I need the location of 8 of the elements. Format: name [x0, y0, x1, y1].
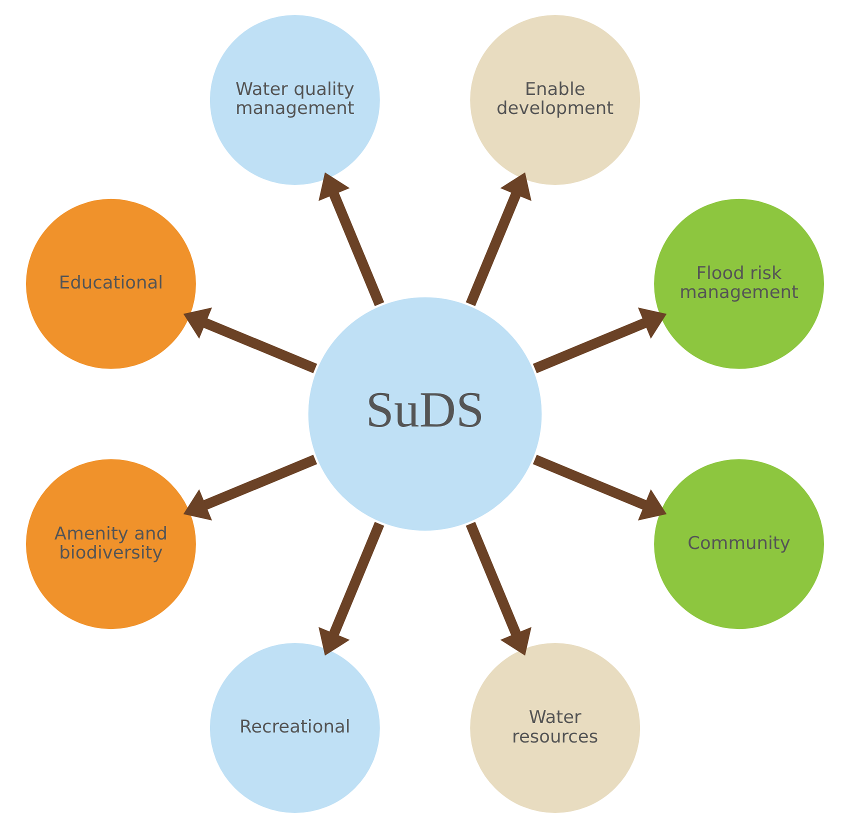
arrow — [183, 454, 318, 520]
arrow — [318, 172, 384, 306]
arrow — [532, 308, 667, 374]
arrow — [532, 454, 667, 520]
arrow — [318, 522, 384, 656]
arrow — [466, 522, 532, 656]
arrow — [183, 308, 318, 374]
arrow — [466, 172, 532, 306]
